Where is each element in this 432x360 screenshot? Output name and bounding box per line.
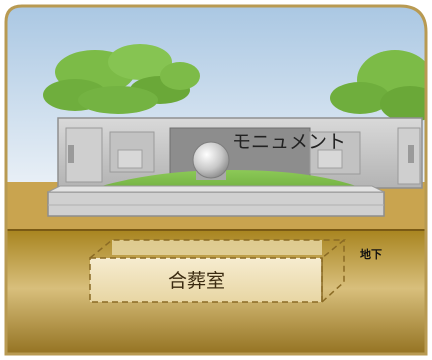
monument-base	[47, 185, 385, 217]
vault-chamber	[89, 239, 347, 303]
monument-sphere	[192, 141, 230, 180]
monument-label: モニュメント	[232, 131, 346, 153]
tree-left	[43, 44, 200, 114]
diagram-frame	[4, 4, 428, 356]
underground-label: 地下	[360, 247, 382, 261]
vault-label: 合葬室	[168, 270, 225, 292]
